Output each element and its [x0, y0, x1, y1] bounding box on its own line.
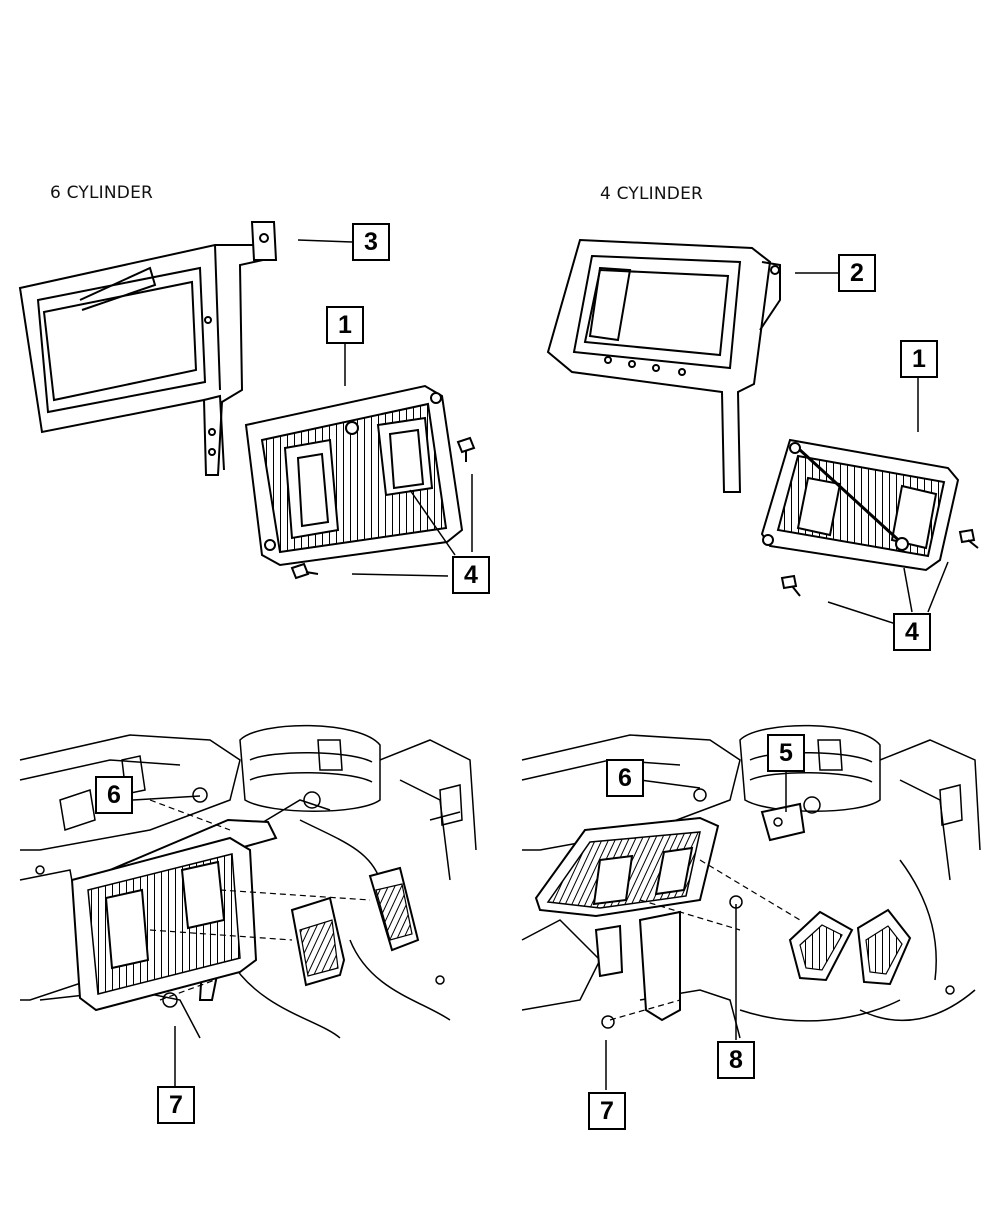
- six-cyl-bolts: [290, 436, 476, 580]
- four-cyl-installation-view: [521, 716, 981, 1039]
- heading-six-cylinder: 6 CYLINDER: [50, 183, 154, 203]
- callout-4-six-cyl-bolts: 4: [452, 556, 490, 594]
- callout-6-left-install: 6: [95, 776, 133, 814]
- four-cyl-engine-control-module: [760, 438, 960, 572]
- four-cyl-mounting-bracket: [546, 238, 781, 493]
- six-cyl-engine-control-module: [244, 384, 464, 567]
- callout-3-six-cyl-bracket: 3: [352, 223, 390, 261]
- callout-5-right-install: 5: [767, 734, 805, 772]
- six-cyl-installation-view: [19, 716, 477, 1039]
- callout-1-four-cyl-module: 1: [900, 340, 938, 378]
- heading-four-cylinder: 4 CYLINDER: [600, 184, 704, 204]
- callout-6-right-install: 6: [606, 759, 644, 797]
- callout-2-four-cyl-bracket: 2: [838, 254, 876, 292]
- callout-8-right-install: 8: [717, 1041, 755, 1079]
- leader-line: [639, 779, 701, 789]
- callout-7-left-install: 7: [157, 1086, 195, 1124]
- leader-lines-callout-4-right: [827, 561, 949, 625]
- leader-lines-callout-4-left: [351, 474, 473, 577]
- four-cyl-bolts: [780, 528, 979, 597]
- callout-4-four-cyl-bolts: 4: [893, 613, 931, 651]
- callout-7-right-install: 7: [588, 1092, 626, 1130]
- leader-line: [132, 795, 201, 801]
- leader-line: [297, 239, 353, 243]
- six-cyl-mounting-bracket: [18, 221, 278, 476]
- callout-1-six-cyl-module: 1: [326, 306, 364, 344]
